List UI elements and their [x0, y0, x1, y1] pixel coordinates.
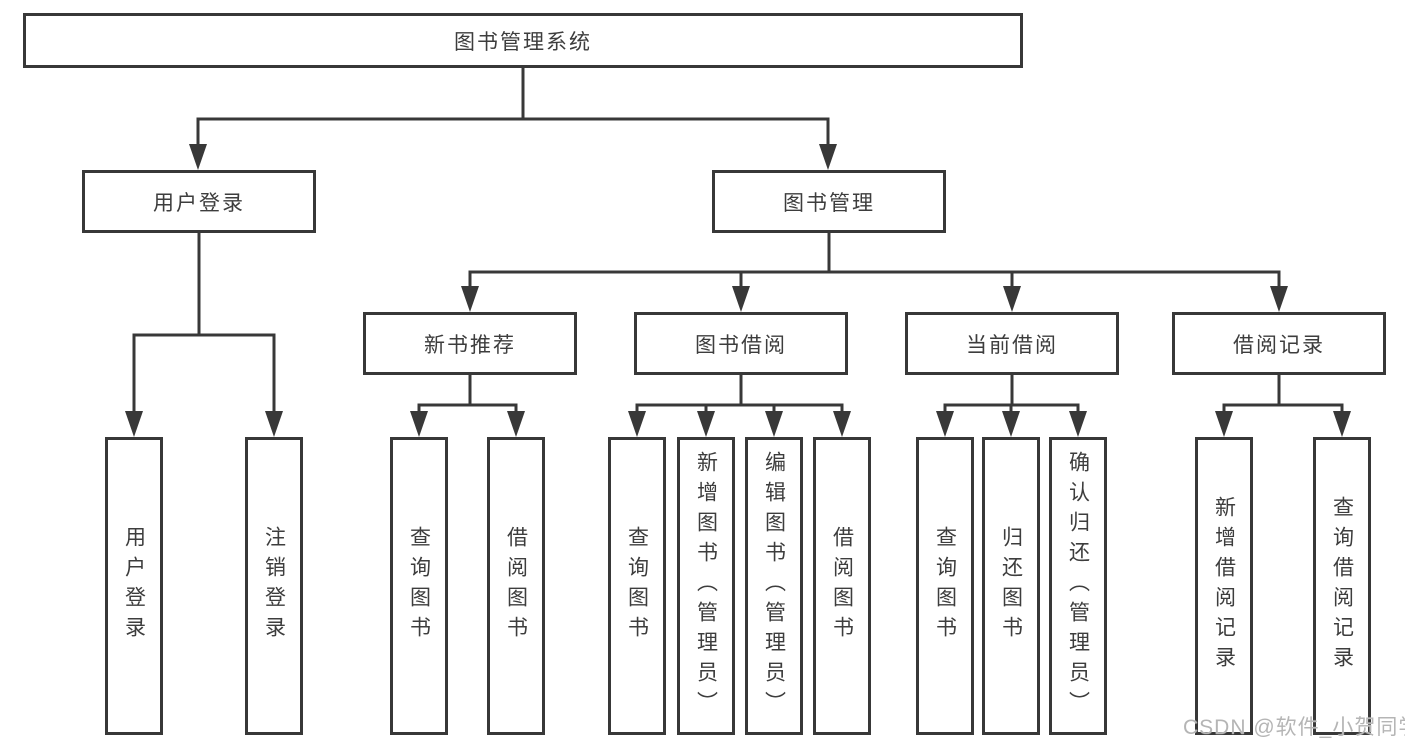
node-user-login: 用户登录 [82, 170, 316, 233]
node-label: 查询图书 [407, 526, 431, 646]
leaf-query-books-borrow: 查询图书 [608, 437, 666, 735]
leaf-logout-login: 注销登录 [245, 437, 303, 735]
node-label: 用户登录 [122, 526, 146, 646]
connector-borrowing-records [1215, 375, 1351, 437]
leaf-query-books-current: 查询图书 [916, 437, 974, 735]
leaf-add-books-admin: 新增图书（管理员） [677, 437, 735, 735]
node-label: 查询借阅记录 [1330, 496, 1354, 676]
node-label: 图书管理 [783, 191, 875, 215]
node-label: 查询图书 [933, 526, 957, 646]
leaf-confirm-return-admin: 确认归还（管理员） [1049, 437, 1107, 735]
leaf-add-borrow-record: 新增借阅记录 [1195, 437, 1253, 735]
node-label: 新增借阅记录 [1212, 496, 1236, 676]
leaf-query-borrow-record: 查询借阅记录 [1313, 437, 1371, 735]
node-label: 新增图书（管理员） [694, 451, 718, 721]
node-label: 注销登录 [262, 526, 286, 646]
leaf-borrow-books-borrow: 借阅图书 [813, 437, 871, 735]
node-label: 归还图书 [999, 526, 1023, 646]
node-library-management-system: 图书管理系统 [23, 13, 1023, 68]
node-book-borrowing: 图书借阅 [634, 312, 848, 375]
node-label: 查询图书 [625, 526, 649, 646]
csdn-watermark: CSDN @软件_小贺同学 [1183, 716, 1405, 739]
connector-current-borrowing [936, 375, 1087, 437]
node-label: 新书推荐 [424, 333, 516, 357]
leaf-user-login: 用户登录 [105, 437, 163, 735]
leaf-query-books-recommend: 查询图书 [390, 437, 448, 735]
leaf-edit-books-admin: 编辑图书（管理员） [745, 437, 803, 735]
leaf-return-books: 归还图书 [982, 437, 1040, 735]
connector-new-book-recommendation [410, 375, 525, 437]
leaf-borrow-books-recommend: 借阅图书 [487, 437, 545, 735]
connector-book-management [461, 233, 1288, 312]
node-label: 借阅图书 [504, 526, 528, 646]
node-label: 借阅图书 [830, 526, 854, 646]
node-label: 确认归还（管理员） [1066, 451, 1090, 721]
node-book-management: 图书管理 [712, 170, 946, 233]
connector-root [189, 68, 837, 170]
node-new-book-recommendation: 新书推荐 [363, 312, 577, 375]
node-current-borrowing: 当前借阅 [905, 312, 1119, 375]
node-borrowing-records: 借阅记录 [1172, 312, 1386, 375]
node-label: 图书管理系统 [454, 30, 592, 54]
connector-book-borrowing [628, 375, 851, 437]
connector-user-login [125, 233, 283, 437]
node-label: 当前借阅 [966, 333, 1058, 357]
node-label: 编辑图书（管理员） [762, 451, 786, 721]
node-label: 图书借阅 [695, 333, 787, 357]
node-label: 借阅记录 [1233, 333, 1325, 357]
node-label: 用户登录 [153, 191, 245, 215]
